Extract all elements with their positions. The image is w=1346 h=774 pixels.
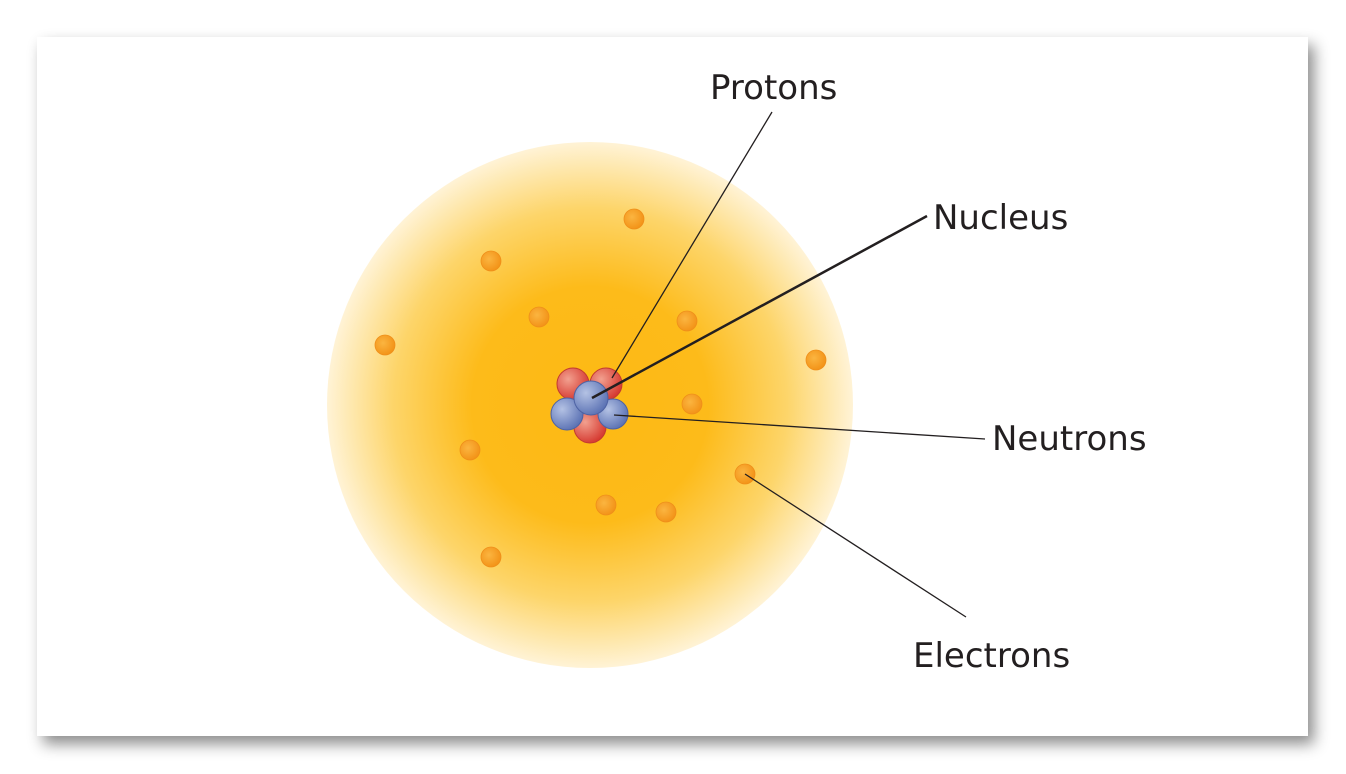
electron [480, 250, 502, 272]
electron [595, 494, 617, 516]
electron [374, 334, 396, 356]
electrons-label: Electrons [913, 636, 1070, 676]
electron [623, 208, 645, 230]
neutrons-leader-line [613, 414, 986, 440]
protons-leader-line [611, 111, 773, 379]
neutron [550, 397, 584, 431]
neutrons-label: Neutrons [992, 419, 1147, 459]
nucleus [550, 367, 629, 444]
protons-label: Protons [710, 68, 837, 108]
electron [676, 310, 698, 332]
electrons-leader-line [744, 473, 967, 618]
nucleus-leader-line [591, 214, 928, 400]
neutron [573, 380, 609, 416]
electron [655, 501, 677, 523]
electron [681, 393, 703, 415]
leader-lines [591, 111, 986, 618]
electron [459, 439, 481, 461]
electron [480, 546, 502, 568]
electron [528, 306, 550, 328]
nucleus-label: Nucleus [933, 198, 1068, 238]
electron [805, 349, 827, 371]
